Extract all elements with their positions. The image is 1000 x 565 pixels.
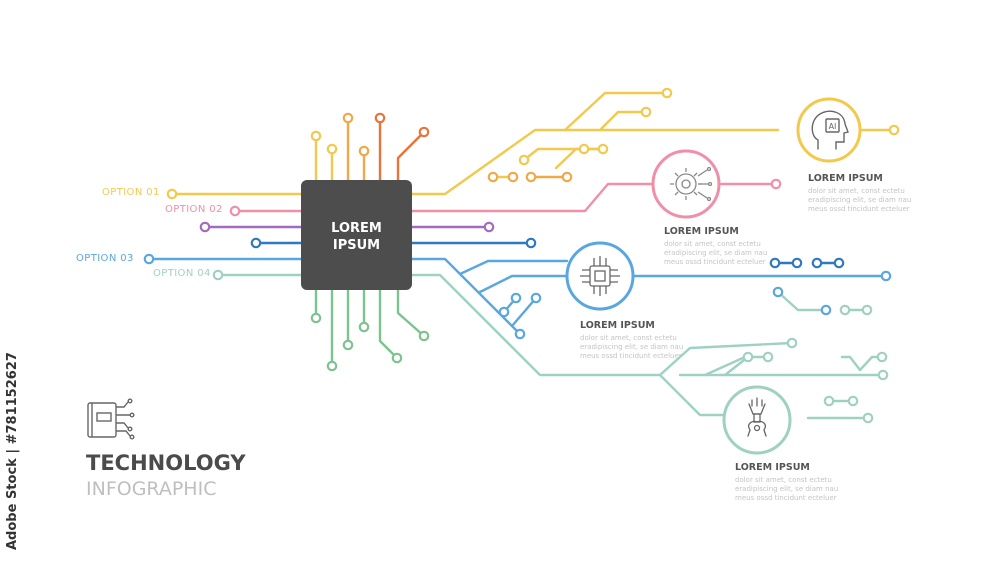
node-robot-title: LOREM IPSUM: [735, 462, 810, 473]
terminal-dot: [374, 112, 386, 124]
central-chip: [301, 180, 412, 290]
terminal-dot: [342, 339, 354, 351]
terminal-dot: [880, 270, 892, 282]
node-gear-description: dolor sit amet, const ectetu eradipiscin…: [664, 240, 784, 267]
infographic-title: TECHNOLOGY: [86, 451, 246, 475]
bottom-pins: [314, 288, 426, 368]
node-microchip-title: LOREM IPSUM: [580, 320, 655, 331]
node-microchip-line: meus ossd tincidunt ecteluer: [580, 352, 682, 360]
terminal-dot: [888, 124, 900, 136]
terminal-dot: [498, 306, 510, 318]
node-robot-line: dolor sit amet, const ectetu: [735, 476, 832, 484]
microchip-icon: [580, 256, 620, 296]
terminal-dot: [525, 237, 537, 249]
terminal-dot: [823, 395, 835, 407]
side-credit-text: Adobe Stock | #781152627: [5, 352, 20, 550]
ai-head-icon: AI: [811, 110, 849, 150]
terminal-dot: [212, 269, 224, 281]
terminal-dot: [839, 304, 851, 316]
terminal-dot: [786, 337, 798, 349]
node-circle-gear: [651, 149, 721, 219]
terminal-dot: [507, 171, 519, 183]
terminal-dot: [769, 257, 781, 269]
node-gear-line: eradipiscing elit, se diam nau: [664, 249, 768, 257]
terminal-dot: [487, 171, 499, 183]
ai-text-glyph: AI: [829, 122, 837, 131]
chip-line-2: IPSUM: [332, 238, 381, 253]
terminal-dot: [833, 257, 845, 269]
terminal-dot: [418, 330, 430, 342]
node-robot-line: eradipiscing elit, se diam nau: [735, 485, 839, 493]
chip-label: LOREM IPSUM: [301, 220, 412, 254]
terminal-dot: [861, 304, 873, 316]
terminal-dot: [391, 352, 403, 364]
option-03-label: OPTION 03: [76, 253, 134, 264]
terminal-dot: [597, 143, 609, 155]
node-circle-robot-arm: [722, 385, 792, 455]
terminal-dot: [514, 328, 526, 340]
terminal-dot: [358, 321, 370, 333]
node-ai-line: meus ossd tincidunt ecteluer: [808, 205, 910, 213]
terminal-dot: [791, 257, 803, 269]
terminal-dot: [661, 87, 673, 99]
terminal-dot: [229, 205, 241, 217]
option-04-label: OPTION 04: [153, 268, 211, 279]
terminal-dot: [862, 412, 874, 424]
terminal-dot: [250, 237, 262, 249]
terminal-dot: [578, 143, 590, 155]
terminal-dot: [770, 178, 782, 190]
terminal-dot: [342, 112, 354, 124]
book-circuit-icon: [87, 398, 135, 440]
terminal-dot: [530, 292, 542, 304]
terminal-dot: [640, 106, 652, 118]
terminal-dot: [326, 360, 338, 372]
terminal-dot: [166, 188, 178, 200]
node-robot-line: meus ossd tincidunt ecteluer: [735, 494, 837, 502]
infographic-subtitle: INFOGRAPHIC: [86, 478, 217, 500]
node-circle-ai: [796, 97, 862, 163]
node-circle-microchip: [565, 241, 635, 311]
node-gear-line: dolor sit amet, const ectetu: [664, 240, 761, 248]
terminal-dot: [820, 304, 832, 316]
terminal-dot: [483, 221, 495, 233]
terminal-dot: [310, 130, 322, 142]
terminal-dot: [199, 221, 211, 233]
terminal-dot: [510, 292, 522, 304]
terminal-dot: [762, 351, 774, 363]
option-02-label: OPTION 02: [165, 204, 223, 215]
node-gear-title: LOREM IPSUM: [664, 226, 739, 237]
top-pins: [314, 134, 334, 182]
node-ai-line: dolor sit amet, const ectetu: [808, 187, 905, 195]
node-microchip-line: eradipiscing elit, se diam nau: [580, 343, 684, 351]
node-microchip-description: dolor sit amet, const ectetu eradipiscin…: [580, 334, 700, 361]
node-microchip-line: dolor sit amet, const ectetu: [580, 334, 677, 342]
terminal-dot: [876, 351, 888, 363]
terminal-dot: [525, 171, 537, 183]
terminal-dot: [772, 286, 784, 298]
node-ai-line: eradipiscing elit, se diam nau: [808, 196, 912, 204]
terminal-dot: [877, 369, 889, 381]
terminal-dot: [518, 154, 530, 166]
terminal-dot: [742, 351, 754, 363]
robot-arm-icon: [747, 397, 767, 437]
terminal-dot: [418, 126, 430, 138]
terminal-dot: [561, 171, 573, 183]
node-ai-description: dolor sit amet, const ectetu eradipiscin…: [808, 187, 928, 214]
node-gear-line: meus ossd tincidunt ecteluer: [664, 258, 766, 266]
terminal-dot: [143, 253, 155, 265]
terminal-dot: [847, 395, 859, 407]
option-01-label: OPTION 01: [102, 187, 160, 198]
node-ai-title: LOREM IPSUM: [808, 173, 883, 184]
terminal-dot: [811, 257, 823, 269]
terminal-dot: [310, 312, 322, 324]
node-robot-description: dolor sit amet, const ectetu eradipiscin…: [735, 476, 855, 503]
terminal-dot: [326, 143, 338, 155]
chip-line-1: LOREM: [331, 221, 382, 236]
terminal-dot: [358, 145, 370, 157]
gear-circuit-icon: [670, 166, 713, 202]
